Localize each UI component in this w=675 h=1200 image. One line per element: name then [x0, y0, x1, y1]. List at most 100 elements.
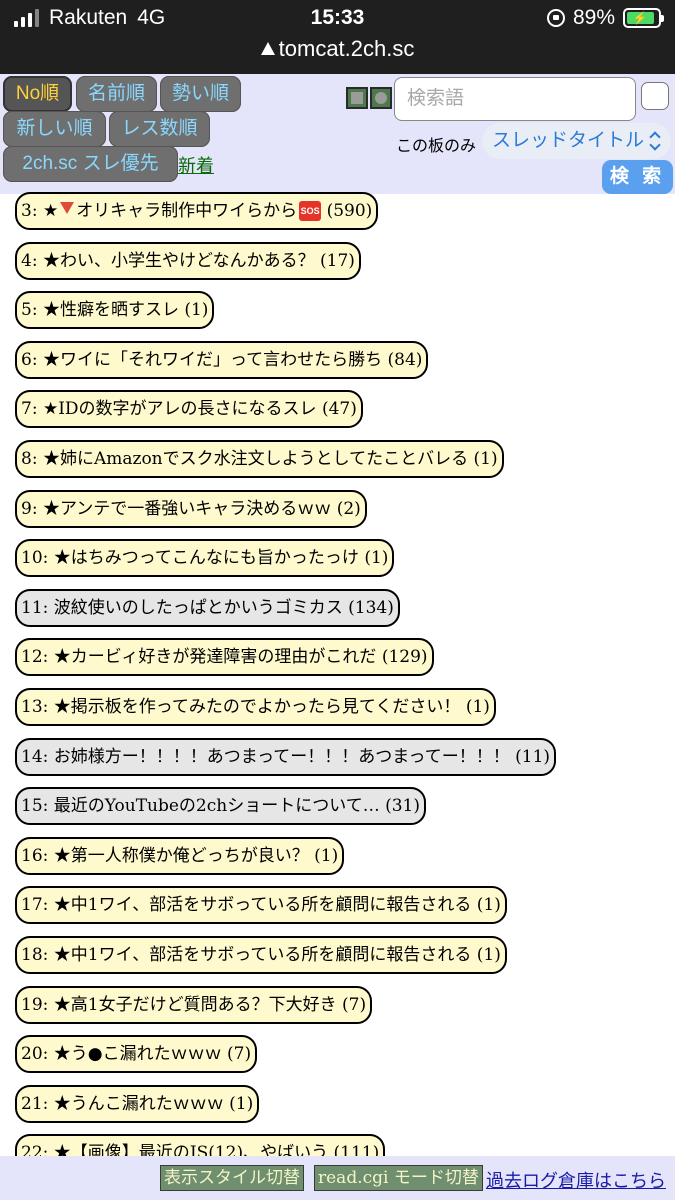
- thread-item[interactable]: 9: ★アンテで一番強いキャラ決めるｗｗ (2): [15, 490, 367, 528]
- thread-res-count: (17): [320, 251, 355, 271]
- thread-res-count: (1): [184, 300, 209, 320]
- thread-item[interactable]: 12: ★カービィ好きが発達障害の理由がこれだ (129): [15, 638, 434, 676]
- chevron-updown-icon: [649, 131, 661, 151]
- sort-panel: No順 名前順 勢い順 新しい順 レス数順 2ch.sc スレ優先: [0, 74, 334, 194]
- thread-res-count: (11): [515, 747, 551, 767]
- thread-number: 16: ★: [21, 846, 71, 866]
- thread-title: IDの数字がアレの長さになるスレ: [58, 399, 317, 419]
- thread-number: 11:: [21, 598, 54, 618]
- thread-item[interactable]: 8: ★姉にAmazonでスク水注文しようとしてたことバレる (1): [15, 440, 504, 478]
- thread-title: 第一人称僕か俺どっちが良い？: [70, 846, 309, 866]
- network-type: 4G: [137, 6, 166, 29]
- thread-item[interactable]: 13: ★掲示板を作ってみたのでよかったら見てください！ (1): [15, 688, 496, 726]
- thread-item[interactable]: 11: 波紋使いのしたっぱとかいうゴミカス (134): [15, 589, 400, 627]
- thread-res-count: (1): [476, 895, 501, 915]
- thread-number: 15:: [21, 796, 54, 816]
- thread-item[interactable]: 5: ★性癖を晒すスレ (1): [15, 291, 215, 329]
- square-toggle-icon[interactable]: [346, 87, 368, 109]
- thread-item[interactable]: 6: ★ワイに「それワイだ」って言わせたら勝ち (84): [15, 341, 429, 379]
- thread-title: アンテで一番強いキャラ決めるｗｗ: [59, 499, 332, 519]
- bottom-bar: 表示スタイル切替 read.cgi モード切替 過去ログ倉庫はこちら: [0, 1156, 675, 1200]
- thread-item[interactable]: 7: ★IDの数字がアレの長さになるスレ (47): [15, 390, 363, 428]
- thread-item[interactable]: 19: ★高1女子だけど質問ある？下大好き (7): [15, 986, 373, 1024]
- sort-momentum-button[interactable]: 勢い順: [160, 76, 241, 112]
- address-bar[interactable]: tomcat.2ch.sc: [0, 36, 675, 62]
- thread-number: 13: ★: [21, 697, 71, 717]
- thread-item[interactable]: 10: ★はちみつってこんなにも旨かったっけ (1): [15, 539, 395, 577]
- thread-res-count: (84): [387, 350, 423, 370]
- thread-number: 17: ★: [21, 895, 71, 915]
- circle-toggle-icon[interactable]: [370, 87, 392, 109]
- display-style-toggle-button[interactable]: 表示スタイル切替: [160, 1165, 304, 1191]
- red-triangle-icon: [60, 202, 75, 214]
- sort-name-button[interactable]: 名前順: [76, 76, 157, 112]
- search-checkbox[interactable]: [641, 82, 669, 110]
- status-bar: Rakuten 4G 15:33 89% ⚡ tomcat.2ch.sc: [0, 0, 675, 74]
- thread-res-count: (1): [364, 548, 389, 568]
- sort-newest-button[interactable]: 新しい順: [3, 111, 106, 147]
- thread-res-count: (1): [476, 945, 501, 965]
- thread-number: 9: ★: [21, 499, 60, 519]
- thread-title: 最近のYouTubeの2chショートについて…: [53, 796, 380, 816]
- thread-number: 6: ★: [21, 350, 60, 370]
- thread-res-count: (1): [229, 1094, 254, 1114]
- url-text: tomcat.2ch.sc: [278, 36, 415, 61]
- carrier-name: Rakuten: [49, 6, 128, 29]
- thread-title: お姉様方ー！！！！あつまってー！！！あつまってー！！！: [53, 747, 510, 767]
- thread-res-count: (129): [381, 647, 428, 667]
- signal-icon: [14, 9, 39, 27]
- thread-number: 18: ★: [21, 945, 71, 965]
- thread-res-count: (2): [336, 499, 361, 519]
- thread-title: 中1ワイ、部活をサボっている所を顧問に報告される: [70, 945, 472, 965]
- thread-title: わい、小学生やけどなんかある？: [59, 251, 315, 271]
- thread-item[interactable]: 16: ★第一人称僕か俺どっちが良い？ (1): [15, 837, 345, 875]
- thread-title: う●こ漏れたｗｗｗ: [70, 1044, 222, 1064]
- thread-title: カービィ好きが発達障害の理由がこれだ: [70, 647, 377, 667]
- thread-res-count: (590): [326, 201, 373, 221]
- thread-res-count: (1): [465, 697, 490, 717]
- search-panel: 検索語 この板のみ スレッドタイトル 検 索: [334, 74, 675, 194]
- rotation-lock-icon: [546, 9, 565, 27]
- search-button[interactable]: 検 索: [602, 160, 673, 194]
- sc-priority-button[interactable]: 2ch.sc スレ優先: [3, 146, 178, 182]
- battery-percent: 89%: [572, 6, 615, 29]
- thread-number: 14:: [21, 747, 54, 767]
- readcgi-mode-toggle-button[interactable]: read.cgi モード切替: [314, 1165, 483, 1191]
- sort-res-count-button[interactable]: レス数順: [109, 111, 210, 147]
- search-scope-select[interactable]: スレッドタイトル: [482, 123, 671, 159]
- thread-item[interactable]: 4: ★わい、小学生やけどなんかある？ (17): [15, 242, 361, 280]
- thread-title: はちみつってこんなにも旨かったっけ: [70, 548, 359, 568]
- status-left: Rakuten 4G: [14, 6, 165, 30]
- warning-icon: [260, 42, 275, 55]
- thread-title: 波紋使いのしたっぱとかいうゴミカス: [53, 598, 343, 618]
- thread-number: 7: ★: [21, 399, 59, 419]
- thread-title: 中1ワイ、部活をサボっている所を顧問に報告される: [70, 895, 472, 915]
- thread-item[interactable]: 17: ★中1ワイ、部活をサボっている所を顧問に報告される (1): [15, 886, 507, 924]
- sos-icon: SOS: [299, 201, 322, 221]
- thread-number: 3: ★: [21, 201, 59, 221]
- archive-link[interactable]: 過去ログ倉庫はこちら: [486, 1171, 666, 1192]
- thread-res-count: (134): [348, 598, 394, 618]
- thread-item[interactable]: 18: ★中1ワイ、部活をサボっている所を顧問に報告される (1): [15, 936, 507, 974]
- thread-title: 性癖を晒すスレ: [59, 300, 179, 320]
- battery-icon: ⚡: [623, 8, 664, 28]
- thread-item[interactable]: 15: 最近のYouTubeの2chショートについて… (31): [15, 787, 427, 825]
- sort-no-button[interactable]: No順: [3, 76, 72, 112]
- thread-number: 10: ★: [21, 548, 71, 568]
- thread-number: 19: ★: [21, 995, 71, 1015]
- thread-title: 高1女子だけど質問ある？下大好き: [70, 995, 337, 1015]
- status-right: 89% ⚡: [546, 6, 664, 30]
- search-input[interactable]: 検索語: [394, 77, 636, 121]
- thread-title: うんこ漏れたｗｗｗ: [70, 1094, 224, 1114]
- thread-res-count: (47): [321, 399, 357, 419]
- thread-title: オリキャラ制作中ワイらから: [76, 201, 298, 221]
- new-threads-link[interactable]: 新着: [178, 156, 214, 177]
- thread-item[interactable]: 14: お姉様方ー！！！！あつまってー！！！あつまってー！！！ (11): [15, 738, 557, 776]
- thread-res-count: (1): [314, 846, 339, 866]
- thread-item[interactable]: 20: ★う●こ漏れたｗｗｗ (7): [15, 1035, 258, 1073]
- thread-item[interactable]: 21: ★うんこ漏れたｗｗｗ (1): [15, 1085, 260, 1123]
- thread-number: 8: ★: [21, 449, 60, 469]
- thread-number: 4: ★: [21, 251, 60, 271]
- thread-number: 21: ★: [21, 1094, 71, 1114]
